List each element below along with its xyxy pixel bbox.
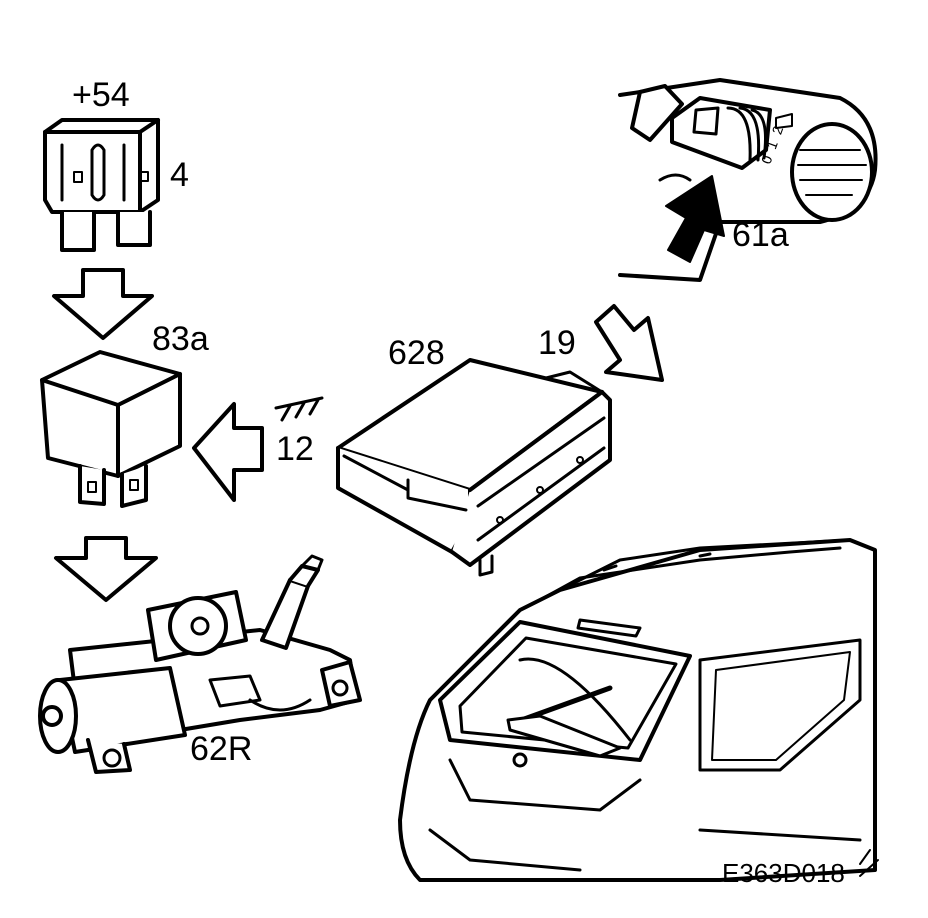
connector-label: 19	[538, 324, 576, 362]
fuse-icon	[43, 118, 160, 252]
arrow-down-icon	[52, 268, 154, 340]
switch-label: 61a	[732, 216, 789, 254]
arrow-filled-icon	[665, 175, 725, 263]
wiper-motor-label: 62R	[190, 730, 253, 768]
arrow-diagonal-icon	[594, 304, 664, 382]
control-unit-label: 628	[388, 334, 445, 372]
ground-icon	[274, 396, 324, 422]
figure-code-label: E363D018	[722, 858, 845, 888]
wiper-switch-icon	[618, 78, 878, 282]
fuse-supply-label: +54	[72, 76, 130, 114]
fuse-number-label: 4	[170, 156, 189, 194]
wiper-motor-icon	[38, 554, 362, 774]
arrow-down-icon	[54, 536, 158, 602]
relay-label: 83a	[152, 320, 209, 358]
control-unit-icon	[336, 358, 612, 577]
ground-label: 12	[276, 430, 314, 468]
relay-icon	[40, 350, 182, 508]
car-rear-icon	[398, 538, 879, 882]
arrow-left-icon	[192, 402, 264, 502]
